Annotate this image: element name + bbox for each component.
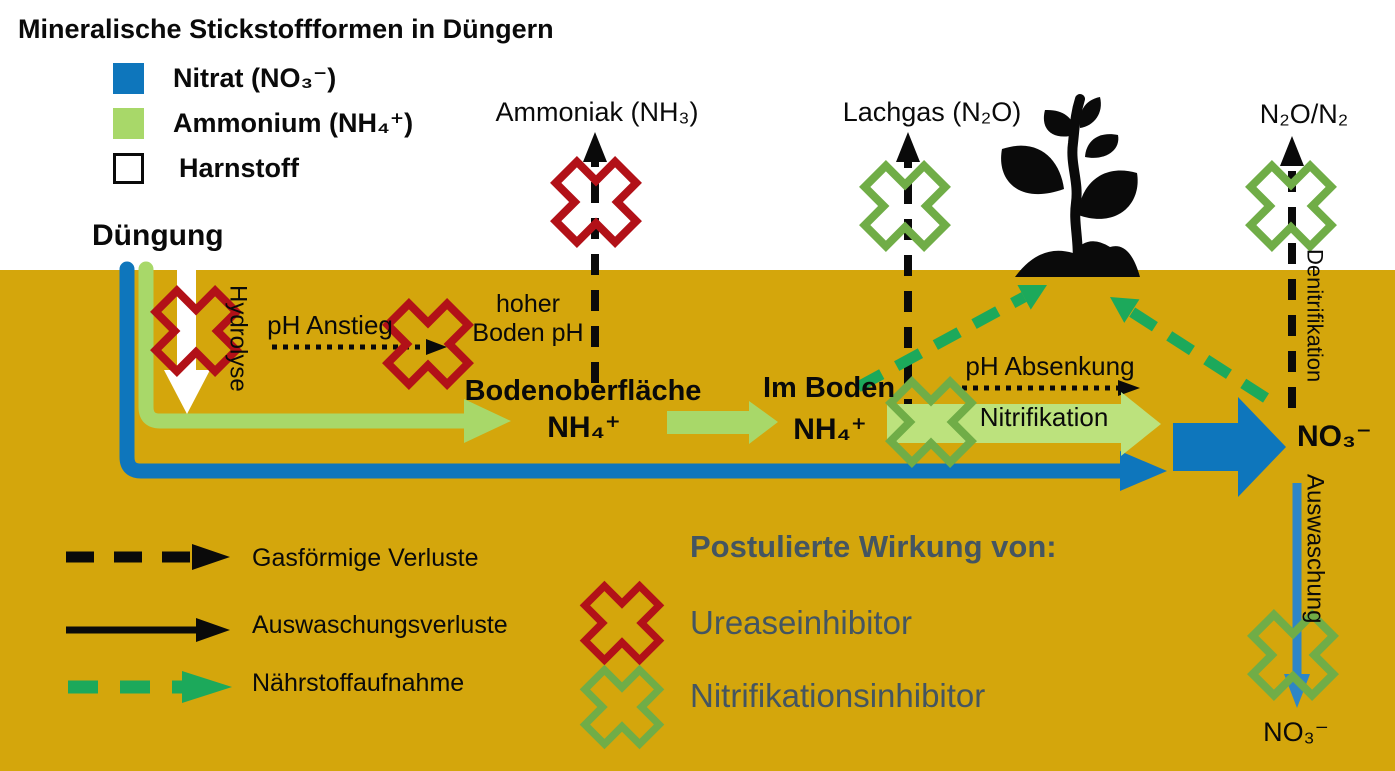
ammonium-color-swatch <box>113 108 144 139</box>
ureaseinhibitor-label: Ureaseinhibitor <box>690 604 912 641</box>
no3-leached-label: NO₃⁻ <box>1263 717 1329 747</box>
legend-leaching-loss-arrow <box>66 618 230 642</box>
ph-anstieg-arrow <box>272 339 447 355</box>
plant-icon <box>1001 94 1140 277</box>
uptake-arrow-ammonium <box>855 285 1047 392</box>
legend-item-nitrat: Nitrat (NO₃⁻) <box>113 63 413 94</box>
hydrolyse-label: Hydrolyse <box>224 285 252 392</box>
legend-label: Ammonium (NH₄⁺) <box>173 108 414 138</box>
nh4-boden-label: NH₄⁺ <box>793 413 867 446</box>
hoher-boden-ph-label: hoher Boden pH <box>472 290 584 347</box>
ammonium-transfer-arrow <box>667 401 778 444</box>
flow-legend-leaching-label: Auswaschungsverluste <box>252 611 508 639</box>
nitrate-accumulation-arrow <box>1173 397 1286 497</box>
im-boden-label: Im Boden <box>762 372 896 404</box>
denitrifikation-label: Denitrifikation <box>1302 249 1328 383</box>
ph-anstieg-label: pH Anstieg <box>267 310 393 340</box>
denitrification-loss-arrow <box>1280 136 1304 408</box>
nitrate-flow-arrow <box>119 261 1167 491</box>
ammoniak-label: Ammoniak (NH₃) <box>495 97 699 127</box>
no3-label: NO₃⁻ <box>1297 420 1372 453</box>
legend-item-ammonium: Ammonium (NH₄⁺) <box>113 108 413 139</box>
legend-urease-x-icon <box>567 568 676 677</box>
lachgas-loss-arrow <box>896 132 920 420</box>
fertilizer-legend: Nitrat (NO₃⁻) Ammonium (NH₄⁺) Harnstoff <box>113 63 413 198</box>
flow-legend-gaseous-label: Gasförmige Verluste <box>252 544 479 572</box>
legend-item-harnstoff: Harnstoff <box>113 153 413 184</box>
legend-label: Harnstoff <box>179 153 299 183</box>
legend-nutrient-uptake-arrow <box>68 671 232 703</box>
duengung-label: Düngung <box>92 219 224 252</box>
flow-legend-uptake-label: Nährstoffaufnahme <box>252 669 465 697</box>
legend-nitrification-x-icon <box>567 652 676 761</box>
ammonium-flow-arrow <box>138 261 511 443</box>
nitrifikationsinhibitor-label: Nitrifikationsinhibitor <box>690 677 986 714</box>
nh4-oberflaeche-label: NH₄⁺ <box>547 411 621 444</box>
n2o-n2-label: N₂O/N₂ <box>1259 99 1349 129</box>
bodenoberflaeche-label: Bodenoberfläche <box>464 375 702 407</box>
hydrolyse-arrow <box>164 269 210 414</box>
uptake-arrow-nitrate <box>1110 297 1269 403</box>
auswaschung-label: Auswaschung <box>1301 474 1329 624</box>
legend-label: Nitrat (NO₃⁻) <box>173 63 337 93</box>
lachgas-label: Lachgas (N₂O) <box>842 97 1022 127</box>
nitrifikation-label: Nitrifikation <box>979 402 1109 432</box>
ammoniak-loss-arrow <box>583 132 607 383</box>
nitrat-color-swatch <box>113 63 144 94</box>
ph-absenkung-arrow <box>962 380 1140 396</box>
harnstoff-color-swatch <box>113 153 144 184</box>
page-title: Mineralische Stickstoffformen in Düngern <box>18 14 554 44</box>
ph-absenkung-label: pH Absenkung <box>965 351 1135 381</box>
nitrification-arrow <box>887 392 1161 456</box>
legend-gaseous-loss-arrow <box>66 544 230 570</box>
inhibitor-legend-heading: Postulierte Wirkung von: <box>690 529 1057 564</box>
